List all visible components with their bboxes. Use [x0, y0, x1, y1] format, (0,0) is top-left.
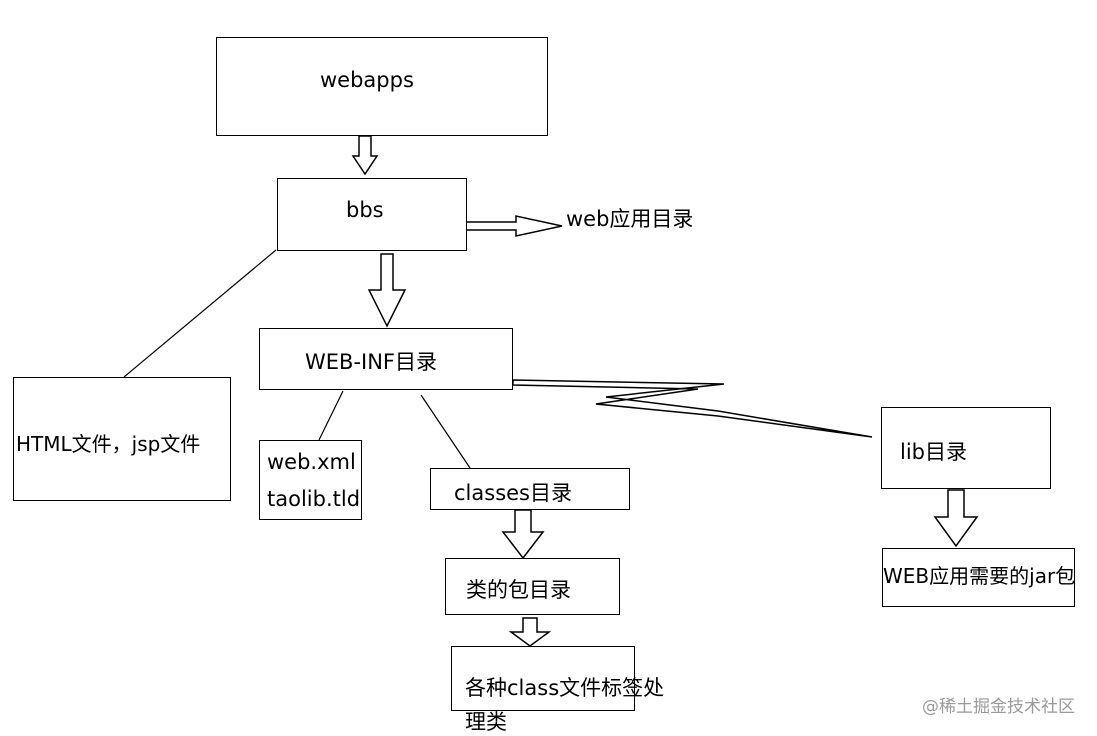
arrow-bbs-to-webinf	[367, 253, 407, 328]
node-taolib-label: taolib.tld	[267, 487, 361, 511]
node-web-config	[259, 440, 362, 520]
node-class-files-label-1: 各种class文件标签处	[465, 676, 665, 700]
watermark: @稀土掘金技术社区	[922, 697, 1075, 717]
node-webapps-label: webapps	[320, 68, 414, 92]
arrow-classes-to-package	[501, 509, 545, 560]
lightning-webinf-to-lib	[512, 379, 873, 438]
node-html-files	[13, 377, 231, 501]
node-class-files	[451, 646, 635, 711]
line-webinf-to-webxml	[318, 390, 344, 441]
node-class-files-label-2: 理类	[465, 710, 507, 734]
node-lib	[881, 407, 1051, 489]
node-package-dir	[445, 558, 620, 615]
node-bbs-label: bbs	[346, 198, 384, 222]
arrow-webapps-to-bbs	[351, 135, 379, 176]
line-bbs-to-html	[123, 249, 277, 378]
bbs-note-label: web应用目录	[566, 207, 694, 231]
arrow-lib-to-jar	[933, 489, 979, 548]
node-jar-label: WEB应用需要的jar包	[883, 564, 1076, 588]
node-webapps	[216, 37, 548, 136]
node-package-dir-label: 类的包目录	[466, 578, 571, 602]
arrow-package-to-classfiles	[508, 617, 552, 647]
node-bbs	[277, 178, 467, 251]
node-classes	[430, 468, 630, 510]
node-jar	[882, 548, 1075, 607]
node-web-xml-label: web.xml	[267, 450, 356, 474]
node-classes-label: classes目录	[454, 481, 572, 505]
node-web-inf-label: WEB-INF目录	[305, 350, 437, 374]
node-lib-label: lib目录	[900, 440, 967, 464]
node-web-inf	[259, 328, 513, 390]
arrow-bbs-to-note	[465, 215, 563, 237]
line-webinf-to-classes	[420, 394, 471, 469]
node-html-files-label: HTML文件，jsp文件	[16, 432, 201, 456]
